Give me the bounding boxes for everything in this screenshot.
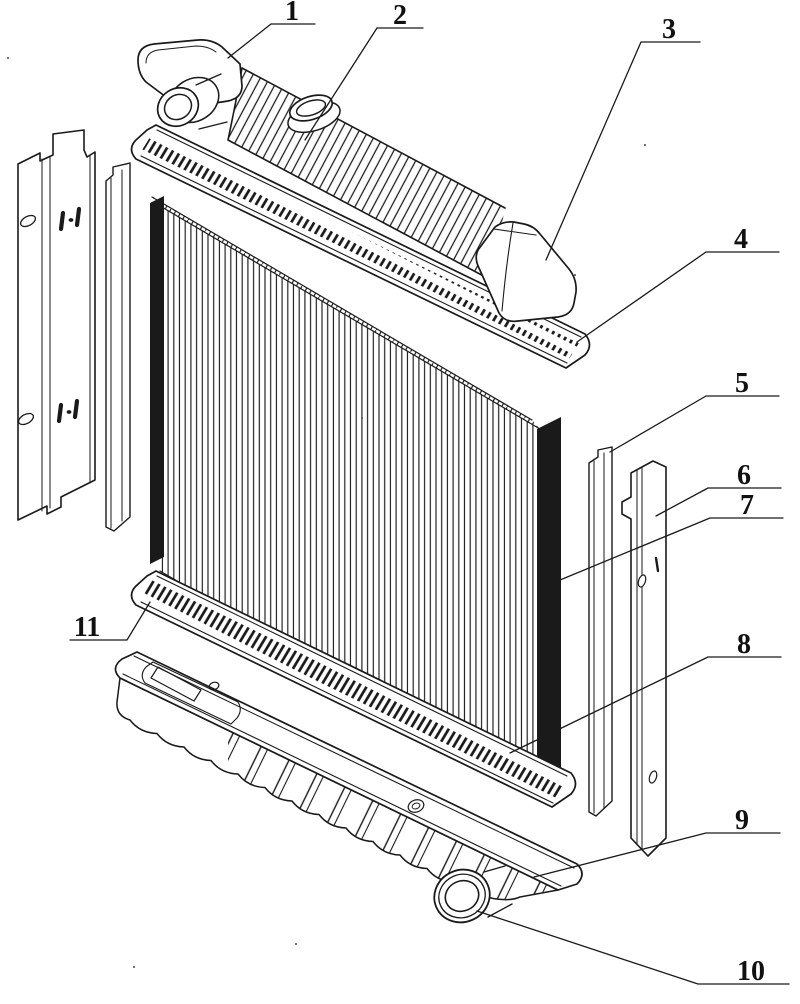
callout-3-leader: [545, 41, 701, 261]
right-strip-outline: [588, 446, 613, 817]
callout-7-label: 7: [740, 490, 754, 521]
callout-9: 9: [533, 805, 781, 878]
callout-2-leader: [304, 27, 424, 141]
upper-tank-end-cap-crease: [493, 222, 537, 312]
left-bracket-hole-top: [19, 214, 37, 228]
callout-2-label: 2: [393, 0, 407, 31]
left-bracket-hole-bottom: [17, 412, 35, 426]
callout-7: 7: [559, 490, 784, 581]
callout-6-label: 6: [737, 460, 751, 491]
callout-4-leader: [576, 251, 780, 343]
callout-2: 2: [304, 0, 424, 141]
callout-10-label: 10: [737, 956, 765, 987]
callout-1-label: 1: [285, 0, 299, 27]
callout-4: 4: [576, 224, 780, 343]
upper-tank: [137, 39, 577, 323]
core-fin-teeth-band: [152, 197, 540, 429]
drain-boss-outer: [407, 799, 425, 813]
right-strip-inner-lines: [593, 452, 605, 814]
callout-7-leader: [559, 517, 784, 581]
callout-8-label: 8: [737, 629, 751, 660]
upper-header-plate: [130, 124, 591, 369]
right-bracket-hole-top: [637, 574, 647, 588]
filler-neck-inner: [295, 99, 327, 117]
callout-11: 11: [69, 601, 151, 643]
lower-tank-hole: [208, 681, 220, 691]
callout-5: 5: [609, 368, 780, 453]
callout-10-leader: [476, 910, 790, 985]
callout-8-leader: [509, 656, 782, 754]
radiator-core: [150, 196, 561, 795]
upper-tank-inlet-end-contour: [145, 45, 217, 64]
left-strip-inner-lines: [110, 169, 123, 529]
right-bracket-hole-bottom: [648, 770, 658, 784]
lower-header-inner-lines: [140, 575, 568, 804]
left-bracket-slots-top: [58, 206, 82, 232]
outlet-pipe: [433, 868, 491, 924]
callout-11-label: 11: [74, 612, 100, 643]
side-bracket-left: [17, 129, 96, 521]
core-fin-teeth-edges: [151, 196, 541, 430]
inlet-pipe-sides: [195, 73, 228, 130]
left-strip-outline: [105, 162, 131, 532]
right-bracket-fold-lines: [636, 466, 643, 850]
outlet-pipe-sides: [483, 865, 513, 918]
outlet-pipe-outer: [433, 868, 491, 924]
upper-header-slots: [142, 134, 579, 359]
callout-4-label: 4: [734, 224, 748, 255]
callout-1-leader: [227, 23, 316, 59]
core-side-plate-left: [150, 196, 164, 564]
right-bracket-slot: [654, 556, 660, 573]
callout-9-leader: [533, 832, 781, 878]
callout-11-leader: [69, 601, 151, 641]
lower-tank-rim-inner-lines: [122, 655, 575, 887]
inlet-pipe-inner: [163, 93, 193, 121]
callout-9-label: 9: [735, 805, 749, 836]
callouts: 1 2 3 4 5 6 7: [69, 0, 790, 987]
callout-6-leader: [655, 487, 782, 517]
core-fins: [160, 206, 540, 794]
right-bracket-outline: [621, 460, 667, 857]
callout-6: 6: [655, 460, 782, 517]
side-strip-right: [588, 446, 613, 817]
callout-8: 8: [509, 629, 782, 754]
lower-tank-rim: [114, 651, 583, 891]
left-bracket-dot-top: [68, 218, 74, 222]
callout-1: 1: [227, 0, 316, 59]
left-bracket-fold-lines: [41, 154, 91, 512]
lower-header-slots: [142, 580, 565, 798]
lower-tank-brace: [150, 666, 202, 702]
drain-boss-inner: [411, 802, 421, 810]
outlet-pipe-mid: [438, 873, 486, 919]
side-strip-left: [105, 162, 131, 532]
callout-3: 3: [545, 14, 701, 261]
paper-specks: [7, 57, 646, 968]
callout-3-label: 3: [662, 14, 676, 45]
left-bracket-dot-bottom: [66, 410, 72, 414]
callout-10: 10: [476, 910, 790, 987]
callout-5-label: 5: [735, 368, 749, 399]
lower-header-plate: [130, 570, 577, 808]
side-bracket-right: [621, 460, 667, 857]
core-side-plate-right: [537, 417, 561, 794]
upper-tank-end-cap: [475, 221, 577, 323]
lower-tank-end-pocket: [141, 661, 241, 725]
outlet-pipe-inner: [444, 879, 480, 913]
left-bracket-slots-bottom: [56, 398, 80, 424]
left-bracket-outline: [17, 129, 96, 521]
callout-5-leader: [609, 395, 780, 453]
